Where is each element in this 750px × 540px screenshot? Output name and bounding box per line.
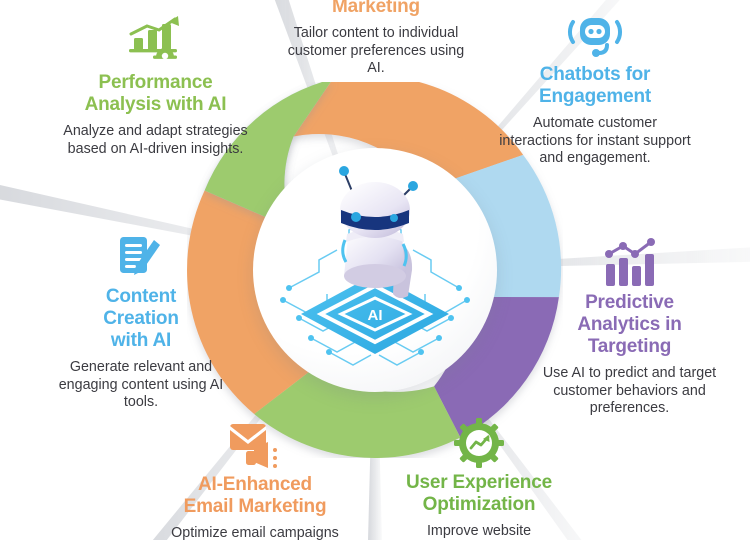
segment-performance-analysis bbox=[204, 82, 331, 229]
node-title: Content Creation with AI bbox=[103, 286, 179, 351]
node-title: User Experience Optimization bbox=[406, 472, 552, 515]
center-hub: AI bbox=[253, 148, 497, 392]
node-title: Performance Analysis with AI bbox=[84, 72, 227, 115]
document-pen-icon bbox=[40, 232, 242, 282]
node-title: Chatbots for Engagement bbox=[538, 64, 652, 107]
ai-chip: AI bbox=[301, 274, 449, 354]
node-performance-analysis-with-ai[interactable]: Performance Analysis with AI Analyze and… bbox=[48, 16, 263, 158]
node-description: Use AI to predict and target customer be… bbox=[542, 365, 717, 416]
chip-ai-label: AI bbox=[368, 307, 383, 324]
robot bbox=[339, 166, 418, 299]
node-ai-enhanced-email-marketing[interactable]: AI-Enhanced Email Marketing Optimize ema… bbox=[152, 418, 358, 540]
node-description: Tailor content to individual customer pr… bbox=[287, 25, 465, 76]
node-description: Automate customer interactions for insta… bbox=[499, 115, 691, 166]
node-description: Improve website bbox=[426, 523, 532, 539]
node-description: Analyze and adapt strategies based on AI… bbox=[63, 123, 248, 157]
node-predictive-analytics-in-targeting[interactable]: Predictive Analytics in Targeting Use AI… bbox=[527, 238, 732, 418]
node-description: Generate relevant and engaging content u… bbox=[58, 359, 224, 410]
ai-robot-on-chip-illustration: AI bbox=[280, 166, 470, 366]
bar-chart-trend-icon bbox=[527, 238, 732, 288]
node-content-creation-with-ai[interactable]: Content Creation with AI Generate releva… bbox=[40, 232, 242, 412]
node-personalized-marketing[interactable]: Personalized Marketing Tailor content to… bbox=[278, 0, 474, 78]
email-megaphone-icon bbox=[152, 418, 358, 470]
segment-user-experience bbox=[254, 365, 461, 458]
bar-chart-gear-icon bbox=[48, 16, 263, 68]
gear-growth-icon bbox=[378, 418, 580, 468]
node-description: Optimize email campaigns bbox=[171, 525, 339, 540]
node-title: AI-Enhanced Email Marketing bbox=[183, 474, 327, 517]
node-title: Personalized Marketing bbox=[332, 0, 420, 17]
node-chatbots-for-engagement[interactable]: Chatbots for Engagement Automate custome… bbox=[495, 8, 695, 168]
node-user-experience-optimization[interactable]: User Experience Optimization Improve web… bbox=[378, 418, 580, 540]
node-title: Predictive Analytics in Targeting bbox=[577, 292, 682, 357]
segment-personalized-marketing bbox=[293, 82, 524, 189]
chatbot-icon bbox=[495, 8, 695, 60]
